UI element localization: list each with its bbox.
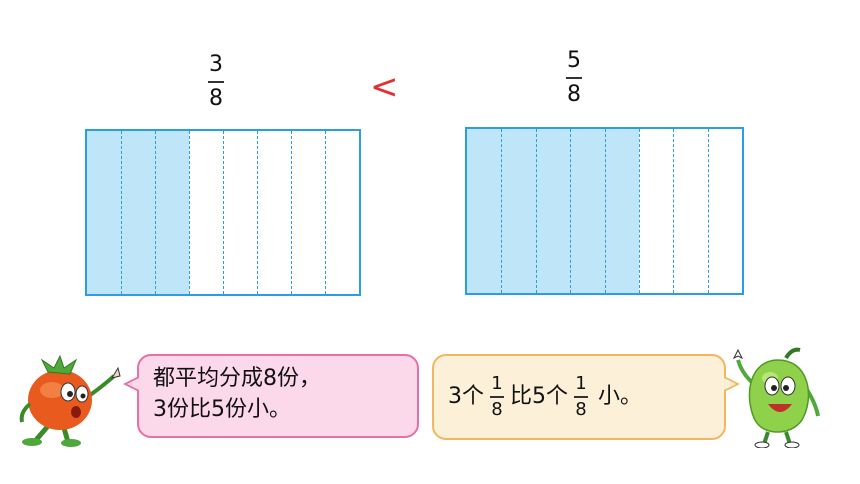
fraction-bar (566, 77, 582, 79)
dashed-divider (155, 131, 156, 294)
right-fraction-numerator: 5 (567, 48, 581, 73)
shaded-part (467, 129, 502, 293)
right-fraction-label: 5 8 (566, 50, 582, 106)
dashed-divider (707, 129, 709, 293)
dashed-divider (223, 131, 224, 294)
left-fraction-numerator: 3 (209, 52, 223, 77)
left-fraction-label: 3 8 (208, 54, 224, 110)
less-than-symbol: < (370, 67, 399, 107)
dashed-divider (291, 131, 292, 294)
unshaded-part (257, 131, 291, 294)
unshaded-part (223, 131, 257, 294)
shaded-part (570, 129, 605, 293)
tomato-character-icon (19, 354, 121, 447)
right-speech-part1: 3个 (448, 383, 484, 409)
dashed-divider (501, 129, 503, 293)
fraction-bar (208, 81, 224, 83)
unshaded-part (639, 129, 673, 293)
left-fraction-rectangle (85, 129, 361, 296)
dashed-divider (638, 129, 640, 293)
dashed-divider (604, 129, 606, 293)
right-speech-part2: 比5个 (510, 383, 568, 409)
unshaded-part (189, 131, 223, 294)
unshaded-part (673, 129, 707, 293)
inline-fraction-1-denominator: 8 (491, 398, 503, 420)
right-fraction-rectangle (465, 127, 744, 295)
left-fraction-denominator: 8 (209, 85, 223, 111)
inline-fraction-1: 1 8 (490, 375, 504, 419)
shaded-part (535, 129, 571, 293)
dashed-divider (257, 131, 258, 294)
dashed-divider (673, 129, 675, 293)
unshaded-part (708, 129, 742, 293)
shaded-part (604, 129, 639, 293)
shaded-part (87, 131, 121, 294)
inline-fraction-2: 1 8 (574, 375, 588, 419)
dashed-divider (325, 131, 326, 294)
dashed-divider (535, 129, 537, 293)
dashed-divider (121, 131, 122, 294)
left-speech-line1: 都平均分成8份， (153, 366, 321, 391)
shaded-part (501, 129, 536, 293)
inline-fraction-2-denominator: 8 (575, 398, 587, 420)
shaded-part (121, 131, 155, 294)
shaded-part (155, 131, 189, 294)
left-speech-line2: 3份比5份小。 (153, 396, 291, 422)
pepper-character-icon (732, 347, 820, 448)
right-speech-part3: 小。 (598, 383, 643, 409)
left-speech-bubble: 都平均分成8份， 3份比5份小。 (123, 354, 419, 438)
dashed-divider (189, 131, 190, 294)
unshaded-part (325, 131, 359, 294)
dashed-divider (570, 129, 572, 293)
right-fraction-denominator: 8 (567, 81, 581, 107)
unshaded-part (291, 131, 325, 294)
right-speech-bubble: 3个 1 8 比5个 1 8 小。 (432, 354, 740, 440)
inline-fraction-2-numerator: 1 (575, 373, 587, 395)
inline-fraction-1-numerator: 1 (491, 373, 503, 395)
